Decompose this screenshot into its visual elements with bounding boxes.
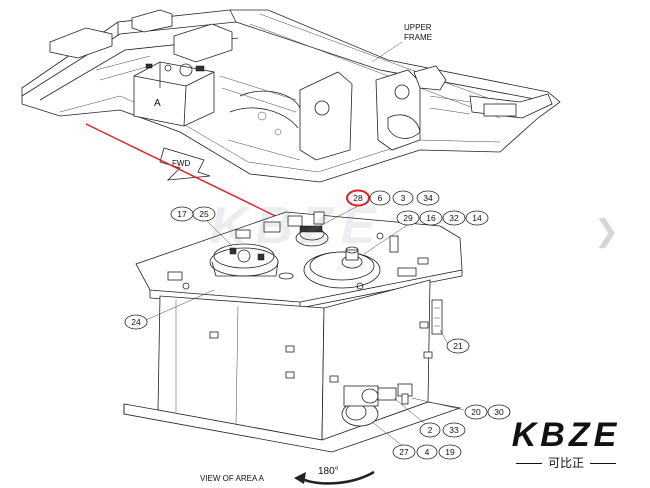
- area-a-label: A: [154, 98, 161, 109]
- view-caption: VIEW OF AREA A: [200, 474, 265, 483]
- callout-2: 2: [428, 425, 433, 435]
- brand-mark: KBZE: [511, 416, 621, 454]
- callout-21: 21: [453, 341, 463, 351]
- callout-28: 28: [353, 193, 363, 203]
- callout-4: 4: [425, 447, 430, 457]
- callout-34: 34: [423, 193, 433, 203]
- callout-24: 24: [131, 317, 141, 327]
- chevron-right-icon[interactable]: ❯: [594, 214, 620, 249]
- upper-frame-label-line1: UPPER: [404, 23, 432, 32]
- callout-33: 33: [449, 425, 459, 435]
- rotation-label: 180°: [318, 466, 339, 477]
- callout-30: 30: [494, 407, 504, 417]
- upper-frame-label-line2: FRAME: [404, 33, 432, 42]
- callout-17: 17: [177, 209, 187, 219]
- callout-16: 16: [426, 213, 436, 223]
- watermark-text: KBZE: [210, 197, 384, 255]
- upper-frame-drawing: A UPPER FRAME FWD: [21, 9, 561, 183]
- callout-19: 19: [445, 447, 455, 457]
- callouts: 28 6 3 34 17 25 29 16 32 14 24 21 20 30 …: [124, 189, 511, 460]
- fwd-label: FWD: [172, 159, 190, 168]
- callout-6: 6: [378, 193, 383, 203]
- tank-drawing: [123, 211, 463, 453]
- callout-25: 25: [199, 209, 209, 219]
- callout-20: 20: [471, 407, 481, 417]
- brand-logo: KBZE 可比正: [496, 416, 636, 472]
- callout-3: 3: [401, 193, 406, 203]
- rotation-indicator: 180°: [294, 466, 375, 485]
- callout-32: 32: [449, 213, 459, 223]
- callout-14: 14: [472, 213, 482, 223]
- fwd-arrow: FWD: [159, 147, 211, 181]
- brand-subtitle: 可比正: [496, 454, 636, 471]
- callout-29: 29: [403, 213, 413, 223]
- callout-27: 27: [399, 447, 409, 457]
